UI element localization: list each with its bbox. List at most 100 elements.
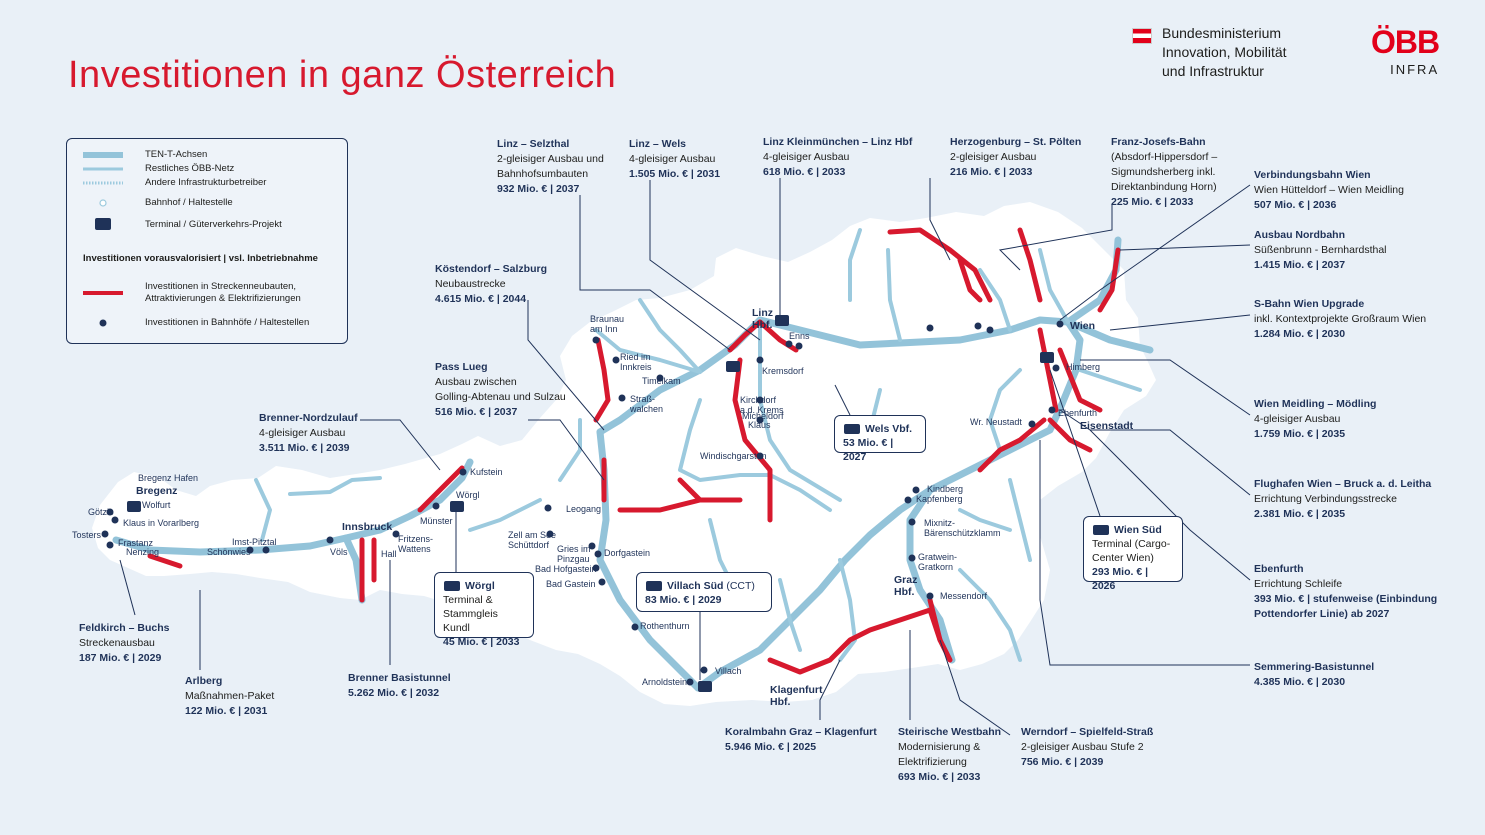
- rest-network: [254, 228, 1142, 662]
- city-name: Wörgl: [456, 490, 480, 500]
- annotation-desc: Direktanbindung Horn): [1111, 181, 1217, 193]
- city-name: Ebenfurth: [1058, 408, 1098, 418]
- map-legend: TEN-T-Achsen Restliches ÖBB-Netz Andere …: [66, 138, 348, 344]
- city-name: Klaus in Vorarlberg: [123, 518, 200, 528]
- city-name-2: Schüttdorf: [508, 540, 550, 550]
- city-name-2: am Inn: [590, 324, 618, 334]
- city-name: Nenzing: [126, 547, 160, 557]
- annotation-desc: Modernisierung &: [898, 741, 981, 753]
- city-name: Kapfenberg: [916, 494, 963, 504]
- legend-track: Investitionen in Streckenneubauten,Attra…: [83, 281, 301, 304]
- city-name: Schönwies: [207, 547, 251, 557]
- city-name-2: Hbf.: [752, 319, 773, 331]
- annotation-desc: 4-gleisiger Ausbau: [629, 153, 716, 165]
- box-cost: 83 Mio. € | 2029: [645, 594, 722, 606]
- city-name: Zell am See: [508, 530, 557, 540]
- annotation-desc: Neubaustrecke: [435, 278, 506, 290]
- annotation-desc: Errichtung Verbindungsstrecke: [1254, 493, 1397, 505]
- annotation-cost: 4.385 Mio. € | 2030: [1254, 676, 1346, 688]
- annotation-cost: 932 Mio. € | 2037: [497, 183, 580, 195]
- city-label: Dorfgastein: [604, 548, 650, 558]
- city-name: Linz: [752, 307, 773, 319]
- annotation-title: Flughafen Wien – Bruck a. d. Leitha: [1254, 478, 1432, 490]
- city-name: Fritzens-: [398, 534, 434, 544]
- city-name: Villach: [715, 666, 742, 676]
- city-name: Enns: [789, 331, 810, 341]
- city-name: Mixnitz-: [924, 518, 955, 528]
- city-label: Schönwies: [207, 547, 251, 557]
- legend-other: Andere Infrastrukturbetreiber: [83, 177, 267, 188]
- annotation-desc: 2-gleisiger Ausbau Stufe 2: [1021, 741, 1144, 753]
- city-name: Gries im: [557, 544, 591, 554]
- annotation-title: Linz Kleinmünchen – Linz Hbf: [763, 136, 913, 148]
- city-label: Leogang: [566, 504, 601, 514]
- city-name: Graz: [894, 574, 918, 586]
- annotation-cost: 1.284 Mio. € | 2030: [1254, 328, 1346, 340]
- city-label: Völs: [330, 547, 348, 557]
- annotation-desc: Wien Hütteldorf – Wien Meidling: [1254, 184, 1404, 196]
- annotation-title: Linz – Selzthal: [497, 138, 570, 150]
- city-label: Himberg: [1066, 362, 1100, 372]
- city-label: Bad Gastein: [546, 579, 596, 589]
- city-label: Bregenz: [136, 485, 177, 497]
- city-name-2: Hbf.: [770, 696, 791, 708]
- city-name: Leogang: [566, 504, 602, 514]
- ministry-logo: Bundesministerium Innovation, Mobilität …: [1132, 24, 1287, 81]
- box-title-text: Wels Vbf.: [865, 423, 913, 435]
- legend-tent: TEN-T-Achsen: [83, 149, 208, 160]
- city-name-2: Gratkorn: [918, 562, 954, 572]
- city-name: Münster: [420, 516, 453, 526]
- city-name: Völs: [330, 547, 348, 557]
- city-name-2: Hbf.: [894, 586, 915, 598]
- annotation-title: Koralmbahn Graz – Klagenfurt: [725, 726, 877, 738]
- box-cost: 45 Mio. € | 2033: [443, 636, 520, 648]
- city-label: Gratwein-Gratkorn: [918, 552, 957, 572]
- annotation-cost: 5.262 Mio. € | 2032: [348, 687, 440, 699]
- city-label: Klaus in Vorarlberg: [123, 518, 199, 528]
- annotation-title: S-Bahn Wien Upgrade: [1254, 298, 1365, 310]
- city-label: Mixnitz-Bärenschützklamm: [924, 518, 1001, 538]
- city-name: Messendorf: [940, 591, 988, 601]
- city-label: Kremsdorf: [762, 366, 804, 376]
- city-name: Bad Gastein: [546, 579, 596, 589]
- annotation-cost: 5.946 Mio. € | 2025: [725, 741, 817, 753]
- city-label: Münster: [420, 516, 453, 526]
- city-label: Kufstein: [470, 467, 503, 477]
- annotation-desc: Errichtung Schleife: [1254, 578, 1343, 590]
- city-name-2: Wattens: [398, 544, 431, 554]
- austria-flag-icon: [1132, 28, 1152, 44]
- annotation-title: Franz-Josefs-Bahn: [1111, 136, 1206, 148]
- annotation-title: Brenner-Nordzulauf: [259, 412, 358, 424]
- city-label: Straß-walchen: [630, 394, 663, 414]
- city-name: Ried im: [620, 352, 651, 362]
- annotation-desc: Elektrifizierung: [898, 756, 967, 768]
- city-name: Kindberg: [927, 484, 964, 494]
- city-name: Wien: [1070, 320, 1095, 332]
- city-name: Micheldorf: [742, 411, 784, 421]
- city-name: Kremsdorf: [762, 366, 804, 376]
- city-label: Windischgarsten: [700, 451, 767, 461]
- city-label: Imst-Pitztal: [232, 537, 277, 547]
- city-name: Eisenstadt: [1080, 420, 1134, 432]
- city-name: Himberg: [1066, 362, 1101, 372]
- annotation-desc: 2-gleisiger Ausbau und: [497, 153, 604, 165]
- annotation-desc: Ausbau zwischen: [435, 376, 517, 388]
- annotation-cost: 1.415 Mio. € | 2037: [1254, 259, 1346, 271]
- annotation-cost: 187 Mio. € | 2029: [79, 652, 162, 664]
- annotation-desc: 2-gleisiger Ausbau: [950, 151, 1037, 163]
- city-name: Bregenz: [136, 485, 178, 497]
- annotation-title: Herzogenburg – St. Pölten: [950, 136, 1082, 148]
- city-name: Bregenz Hafen: [138, 473, 199, 483]
- annotation-desc: Süßenbrunn - Bernhardsthal: [1254, 244, 1387, 256]
